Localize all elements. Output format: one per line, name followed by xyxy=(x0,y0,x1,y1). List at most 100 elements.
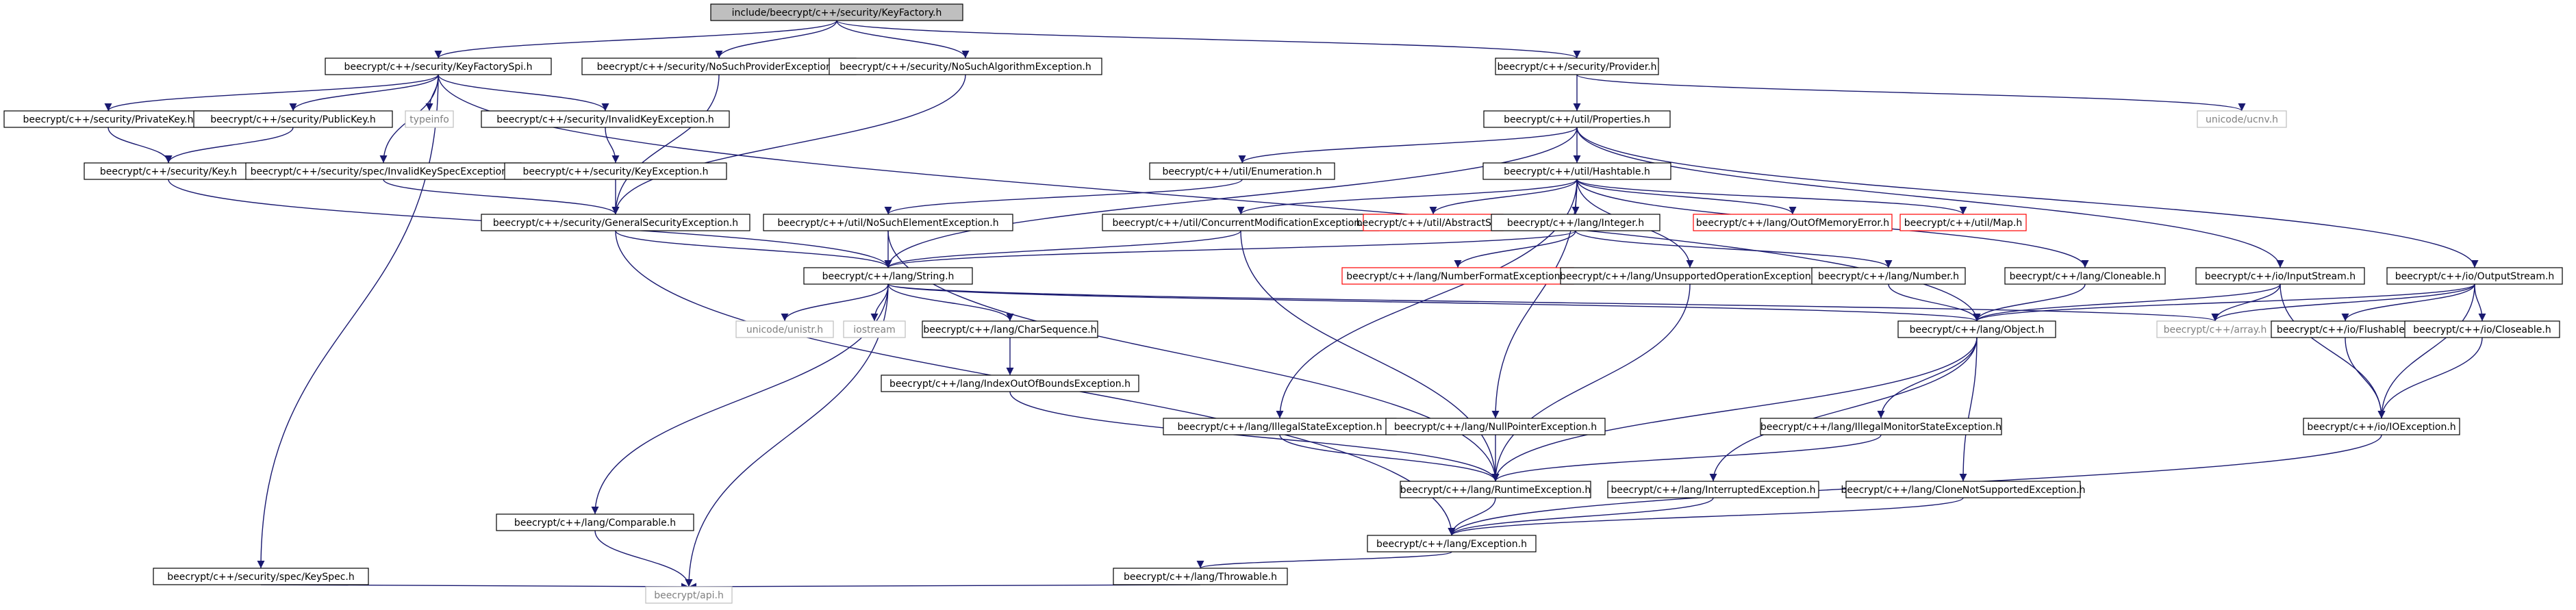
node-nullpointer[interactable]: beecrypt/c++/lang/NullPointerException.h xyxy=(1385,418,1606,435)
node-typeinfo: typeinfo xyxy=(405,110,454,128)
node-numberformat[interactable]: beecrypt/c++/lang/NumberFormatException.… xyxy=(1341,267,1574,285)
node-array: beecrypt/c++/array.h xyxy=(2156,320,2274,338)
node-label: beecrypt/c++/security/NoSuchAlgorithmExc… xyxy=(839,62,1091,73)
node-number[interactable]: beecrypt/c++/lang/Number.h xyxy=(1811,267,1966,285)
edge-flushable-to-ioexception xyxy=(2345,337,2386,419)
node-label: beecrypt/c++/lang/Exception.h xyxy=(1376,539,1527,550)
node-nosuchprovider[interactable]: beecrypt/c++/security/NoSuchProviderExce… xyxy=(581,58,857,75)
edge-interrupted-to-exception xyxy=(1448,497,1714,536)
node-label: beecrypt/c++/lang/OutOfMemoryError.h xyxy=(1696,218,1889,229)
node-box xyxy=(1693,214,1893,231)
node-label: beecrypt/c++/lang/NumberFormatException.… xyxy=(1346,271,1569,282)
node-nosuchelement[interactable]: beecrypt/c++/util/NoSuchElementException… xyxy=(763,214,1013,231)
edge-properties-to-enumeration xyxy=(1238,127,1578,164)
node-ioexception[interactable]: beecrypt/c++/io/IOException.h xyxy=(2303,418,2460,435)
node-box xyxy=(481,110,730,128)
node-box xyxy=(829,58,1102,75)
node-integer[interactable]: beecrypt/c++/lang/Integer.h xyxy=(1491,214,1660,231)
node-box xyxy=(763,214,1013,231)
node-keyexc[interactable]: beecrypt/c++/security/KeyException.h xyxy=(504,162,727,180)
node-box xyxy=(2004,267,2166,285)
node-cloneable[interactable]: beecrypt/c++/lang/Cloneable.h xyxy=(2004,267,2166,285)
node-closeable[interactable]: beecrypt/c++/io/Closeable.h xyxy=(2404,320,2560,338)
node-label: beecrypt/c++/security/GeneralSecurityExc… xyxy=(493,218,738,229)
node-interrupted[interactable]: beecrypt/c++/lang/InterruptedException.h xyxy=(1607,481,1819,498)
node-label: beecrypt/c++/security/spec/InvalidKeySpe… xyxy=(251,166,517,177)
node-label: beecrypt/c++/lang/Comparable.h xyxy=(514,518,676,529)
edge-string-to-charsequence xyxy=(887,283,1014,322)
node-exception[interactable]: beecrypt/c++/lang/Exception.h xyxy=(1367,535,1537,552)
node-label: beecrypt/c++/security/KeyFactorySpi.h xyxy=(344,62,533,73)
node-inputstream[interactable]: beecrypt/c++/io/InputStream.h xyxy=(2195,267,2365,285)
node-keyfactoryspi[interactable]: beecrypt/c++/security/KeyFactorySpi.h xyxy=(325,58,552,75)
node-nosuchalgorithm[interactable]: beecrypt/c++/security/NoSuchAlgorithmExc… xyxy=(829,58,1102,75)
node-box xyxy=(2195,267,2365,285)
edge-keyfactory-to-nosuchprovider xyxy=(715,20,837,59)
node-illegalstate[interactable]: beecrypt/c++/lang/IllegalStateException.… xyxy=(1163,418,1397,435)
node-runtimeexc[interactable]: beecrypt/c++/lang/RuntimeException.h xyxy=(1400,481,1591,498)
node-box xyxy=(803,267,973,285)
node-invalidkeyexc[interactable]: beecrypt/c++/security/InvalidKeyExceptio… xyxy=(481,110,730,128)
node-box xyxy=(1560,267,1820,285)
node-label: beecrypt/c++/security/Provider.h xyxy=(1497,62,1656,73)
edge-unsupportedop-to-runtimeexc xyxy=(1491,283,1691,482)
edge-string-to-api xyxy=(685,283,889,587)
node-label: beecrypt/c++/util/ConcurrentModification… xyxy=(1113,218,1369,229)
edge-illegalstate-to-runtimeexc xyxy=(1279,434,1500,482)
edge-outputstream-to-flushable xyxy=(2341,283,2475,322)
node-outputstream[interactable]: beecrypt/c++/io/OutputStream.h xyxy=(2386,267,2563,285)
edge-nosuchprovider-to-generalsecurity xyxy=(611,74,720,215)
node-label: include/beecrypt/c++/security/KeyFactory… xyxy=(732,8,942,18)
node-indexoutofbounds[interactable]: beecrypt/c++/lang/IndexOutOfBoundsExcept… xyxy=(881,374,1139,392)
nodes-layer: include/beecrypt/c++/security/KeyFactory… xyxy=(3,3,2563,604)
edge-integer-to-numberformat xyxy=(1454,230,1576,268)
edge-hashtable-to-abstractset xyxy=(1429,179,1578,215)
node-clonenotsupported[interactable]: beecrypt/c++/lang/CloneNotSupportedExcep… xyxy=(1841,481,2086,498)
node-invalidkeyspec[interactable]: beecrypt/c++/security/spec/InvalidKeySpe… xyxy=(245,162,522,180)
node-label: beecrypt/c++/security/Key.h xyxy=(100,166,237,177)
node-enumeration[interactable]: beecrypt/c++/util/Enumeration.h xyxy=(1149,162,1335,180)
node-label: beecrypt/c++/lang/InterruptedException.h xyxy=(1611,485,1815,496)
node-box xyxy=(1149,162,1335,180)
node-label: beecrypt/c++/security/PublicKey.h xyxy=(210,114,376,125)
node-concurrentmod[interactable]: beecrypt/c++/util/ConcurrentModification… xyxy=(1102,214,1380,231)
node-provider[interactable]: beecrypt/c++/security/Provider.h xyxy=(1495,58,1659,75)
node-label: beecrypt/c++/lang/IllegalStateException.… xyxy=(1178,422,1382,433)
node-abstractset[interactable]: beecrypt/c++/util/AbstractSet.h xyxy=(1356,214,1511,231)
node-properties[interactable]: beecrypt/c++/util/Properties.h xyxy=(1483,110,1671,128)
node-hashtable[interactable]: beecrypt/c++/util/Hashtable.h xyxy=(1482,162,1671,180)
node-keyfactory[interactable]: include/beecrypt/c++/security/KeyFactory… xyxy=(710,3,963,21)
node-charsequence[interactable]: beecrypt/c++/lang/CharSequence.h xyxy=(922,320,1098,338)
node-publickey[interactable]: beecrypt/c++/security/PublicKey.h xyxy=(193,110,393,128)
node-flushable[interactable]: beecrypt/c++/io/Flushable.h xyxy=(2271,320,2420,338)
edge-hashtable-to-map xyxy=(1576,179,1967,215)
node-generalsecurity[interactable]: beecrypt/c++/security/GeneralSecurityExc… xyxy=(481,214,750,231)
edge-concurrentmod-to-string xyxy=(884,230,1241,268)
edge-keyfactory-to-nosuchalgorithm xyxy=(836,20,970,59)
node-unsupportedop[interactable]: beecrypt/c++/lang/UnsupportedOperationEx… xyxy=(1560,267,1820,285)
edge-integer-to-string xyxy=(884,230,1576,268)
node-label: unicode/ucnv.h xyxy=(2206,114,2278,125)
node-box xyxy=(1845,481,2081,498)
node-keyspec[interactable]: beecrypt/c++/security/spec/KeySpec.h xyxy=(153,568,369,585)
edge-properties-to-outputstream xyxy=(1576,127,2479,268)
node-box xyxy=(881,374,1139,392)
node-throwable[interactable]: beecrypt/c++/lang/Throwable.h xyxy=(1113,568,1288,585)
node-privatekey[interactable]: beecrypt/c++/security/PrivateKey.h xyxy=(3,110,213,128)
edge-cloneable-to-object xyxy=(1973,283,2086,322)
node-outofmemory[interactable]: beecrypt/c++/lang/OutOfMemoryError.h xyxy=(1693,214,1893,231)
node-comparable[interactable]: beecrypt/c++/lang/Comparable.h xyxy=(496,513,694,531)
node-label: beecrypt/c++/lang/CloneNotSupportedExcep… xyxy=(1841,485,2085,496)
node-key[interactable]: beecrypt/c++/security/Key.h xyxy=(84,162,253,180)
node-string[interactable]: beecrypt/c++/lang/String.h xyxy=(803,267,973,285)
node-illegalmonitor[interactable]: beecrypt/c++/lang/IllegalMonitorStateExc… xyxy=(1760,418,2002,435)
node-object[interactable]: beecrypt/c++/lang/Object.h xyxy=(1897,320,2056,338)
edge-string-to-comparable xyxy=(591,283,889,515)
edge-inputstream-to-ioexception xyxy=(2280,283,2386,419)
edge-hashtable-to-concurrentmod xyxy=(1237,179,1578,215)
edge-properties-to-inputstream xyxy=(1576,127,2284,268)
node-label: beecrypt/c++/lang/Cloneable.h xyxy=(2010,271,2161,282)
node-map[interactable]: beecrypt/c++/util/Map.h xyxy=(1899,214,2027,231)
edge-comparable-to-api xyxy=(594,530,693,587)
node-box xyxy=(1113,568,1288,585)
